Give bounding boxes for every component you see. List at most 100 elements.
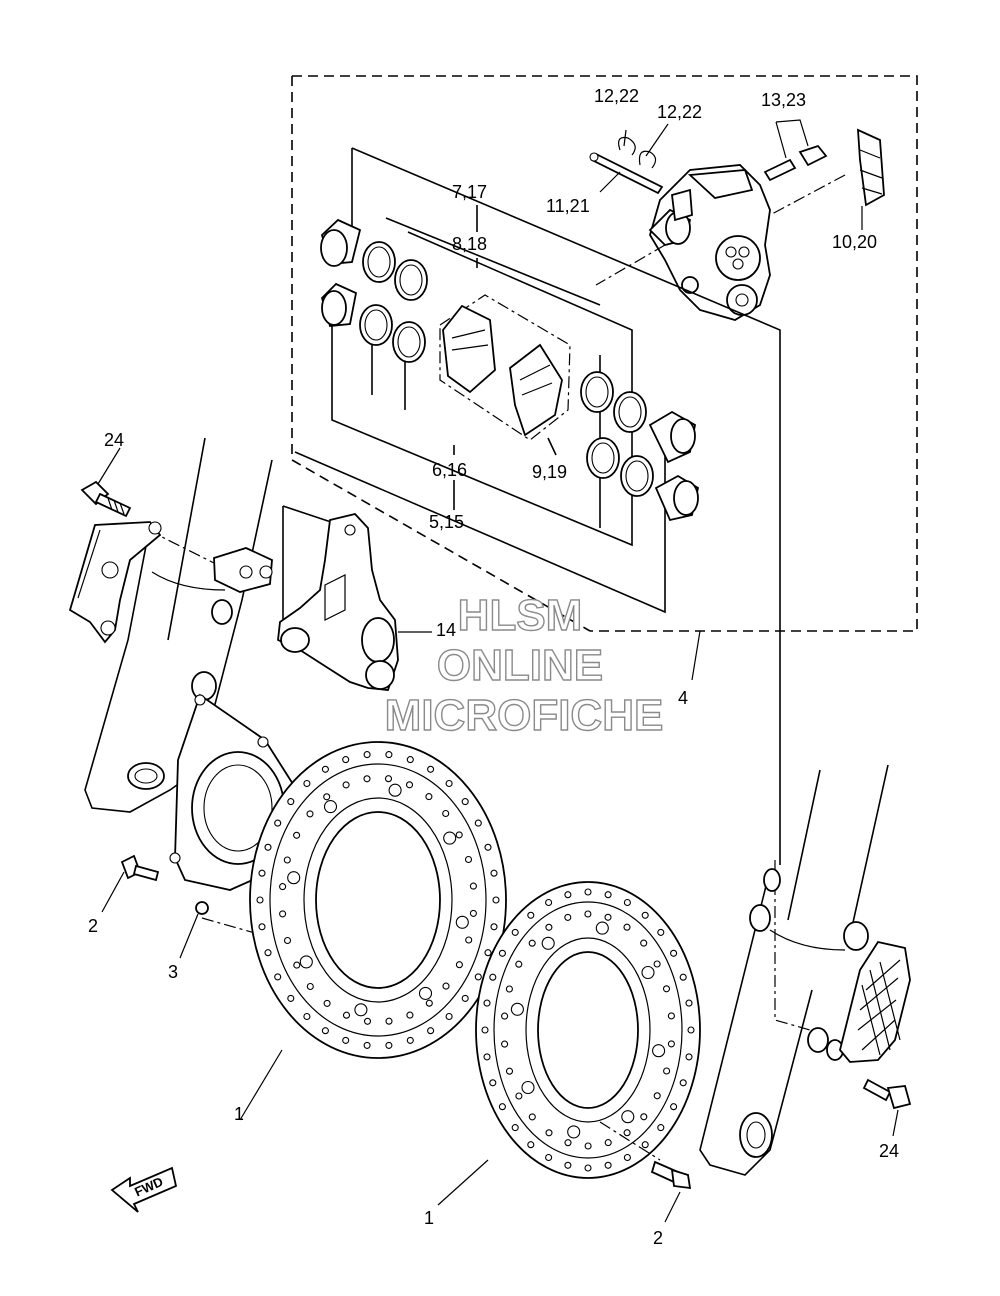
- right-brake-disc: [437, 881, 701, 1206]
- bolt-24-left: [80, 447, 132, 518]
- callout-9-19: 9,19: [532, 462, 567, 482]
- disc-drill-hole: [641, 965, 655, 980]
- disc-drill-hole: [653, 1092, 661, 1100]
- disc-drill-hole: [256, 896, 264, 904]
- disc-drill-hole: [515, 1092, 523, 1100]
- disc-drill-hole: [442, 809, 450, 818]
- pad-spring: [857, 128, 885, 230]
- disc-drill-hole: [283, 856, 291, 864]
- disc-drill-hole: [406, 1011, 414, 1019]
- callout-8-18: 8,18: [452, 234, 487, 254]
- disc-drill-hole: [621, 1110, 635, 1124]
- disc-drill-hole: [584, 1142, 592, 1150]
- pad-pin-and-clips: [589, 123, 669, 195]
- disc-drill-hole: [490, 869, 498, 877]
- disc-drill-hole: [442, 982, 450, 990]
- disc-drill-hole: [342, 1011, 351, 1019]
- disc-drill-hole: [425, 793, 433, 801]
- disc-drill-hole: [604, 913, 612, 921]
- disc-drill-hole: [427, 765, 435, 773]
- callout-1-left: 1: [234, 1104, 244, 1124]
- pistons-and-seals-right: [580, 371, 700, 522]
- callout-6-16: 6,16: [432, 460, 467, 480]
- disc-drill-hole: [264, 949, 272, 957]
- disc-drill-hole: [469, 909, 477, 917]
- disc-drill-hole: [663, 1067, 671, 1075]
- disc-drill-hole: [527, 911, 535, 919]
- pistons-and-seals-left: [320, 218, 428, 363]
- disc-drill-hole: [264, 843, 272, 851]
- disc-drill-hole: [641, 1141, 649, 1149]
- disc-drill-hole: [604, 1161, 612, 1169]
- disc-drill-hole: [604, 891, 612, 899]
- disc-drill-hole: [498, 949, 506, 957]
- disc-drill-hole: [363, 1017, 372, 1025]
- disc-drill-hole: [363, 775, 371, 783]
- disc-drill-hole: [623, 898, 631, 907]
- disc-drill-hole: [464, 855, 473, 864]
- left-fork-leg: [84, 437, 273, 813]
- disc-drill-hole: [567, 1125, 581, 1139]
- disc-drill-hole: [595, 921, 609, 935]
- disc-drill-hole: [679, 973, 687, 981]
- disc-drill-hole: [342, 781, 350, 789]
- callout-4: 4: [678, 688, 688, 708]
- disc-drill-hole: [528, 939, 536, 947]
- disc-drill-hole: [427, 1027, 435, 1035]
- disc-drill-hole: [445, 779, 453, 788]
- disc-drill-hole: [461, 798, 469, 806]
- disc-drill-hole: [287, 994, 295, 1002]
- disc-drill-hole: [306, 982, 314, 991]
- callout-5-15: 5,15: [429, 512, 464, 532]
- disc-drill-hole: [545, 1153, 553, 1162]
- disc-drill-hole: [584, 888, 592, 896]
- callout-10-20: 10,20: [832, 232, 877, 252]
- disc-drill-hole: [469, 882, 477, 890]
- callout-7-17: 7,17: [452, 182, 487, 202]
- disc-drill-hole: [406, 756, 414, 764]
- disc-drill-hole: [474, 973, 482, 981]
- callout-24-right: 24: [879, 1141, 899, 1161]
- disc-drill-hole: [584, 910, 592, 918]
- disc-drill-hole: [501, 1040, 509, 1048]
- disc-drill-hole: [274, 973, 282, 981]
- disc-drill-hole: [293, 831, 301, 839]
- disc-drill-hole: [274, 819, 282, 827]
- lower-caliper: [277, 505, 432, 691]
- disc-drill-hole: [418, 986, 433, 1000]
- disc-drill-hole: [623, 1129, 631, 1137]
- disc-drill-hole: [461, 994, 469, 1002]
- disc-drill-hole: [342, 1036, 350, 1044]
- disc-drill-hole: [384, 775, 393, 783]
- disc-drill-hole: [363, 1041, 371, 1049]
- disc-drill-hole: [279, 883, 287, 891]
- disc-drill-hole: [455, 961, 463, 969]
- disc-drill-hole: [258, 869, 266, 877]
- callout-12-22-b: 12,22: [657, 102, 702, 122]
- disc-drill-hole: [521, 1080, 535, 1095]
- left-brake-disc: [239, 741, 507, 1121]
- disc-drill-hole: [299, 955, 313, 969]
- disc-drill-hole: [484, 949, 492, 957]
- disc-drill-hole: [670, 1103, 678, 1111]
- callout-13-23: 13,23: [761, 90, 806, 110]
- disc-drill-hole: [445, 1012, 453, 1021]
- washer-3: [179, 901, 209, 959]
- right-sensor: [839, 940, 911, 1063]
- callout-1-right: 1: [424, 1208, 434, 1228]
- disc-drill-hole: [564, 1139, 572, 1147]
- disc-drill-hole: [405, 781, 414, 789]
- disc-drill-hole: [303, 1012, 311, 1021]
- disc-drill-hole: [640, 939, 648, 947]
- disc-drill-hole: [425, 999, 433, 1007]
- disc-drill-hole: [388, 783, 402, 797]
- disc-drill-hole: [321, 765, 329, 773]
- disc-drill-hole: [604, 1139, 612, 1147]
- disc-drill-hole: [564, 1161, 572, 1169]
- disc-drill-hole: [484, 843, 492, 851]
- left-bracket: [68, 521, 162, 644]
- bolt-2-right: [599, 1121, 692, 1223]
- callout-14: 14: [436, 620, 456, 640]
- disc-drill-hole: [687, 1026, 695, 1034]
- disc-drill-hole: [323, 800, 338, 814]
